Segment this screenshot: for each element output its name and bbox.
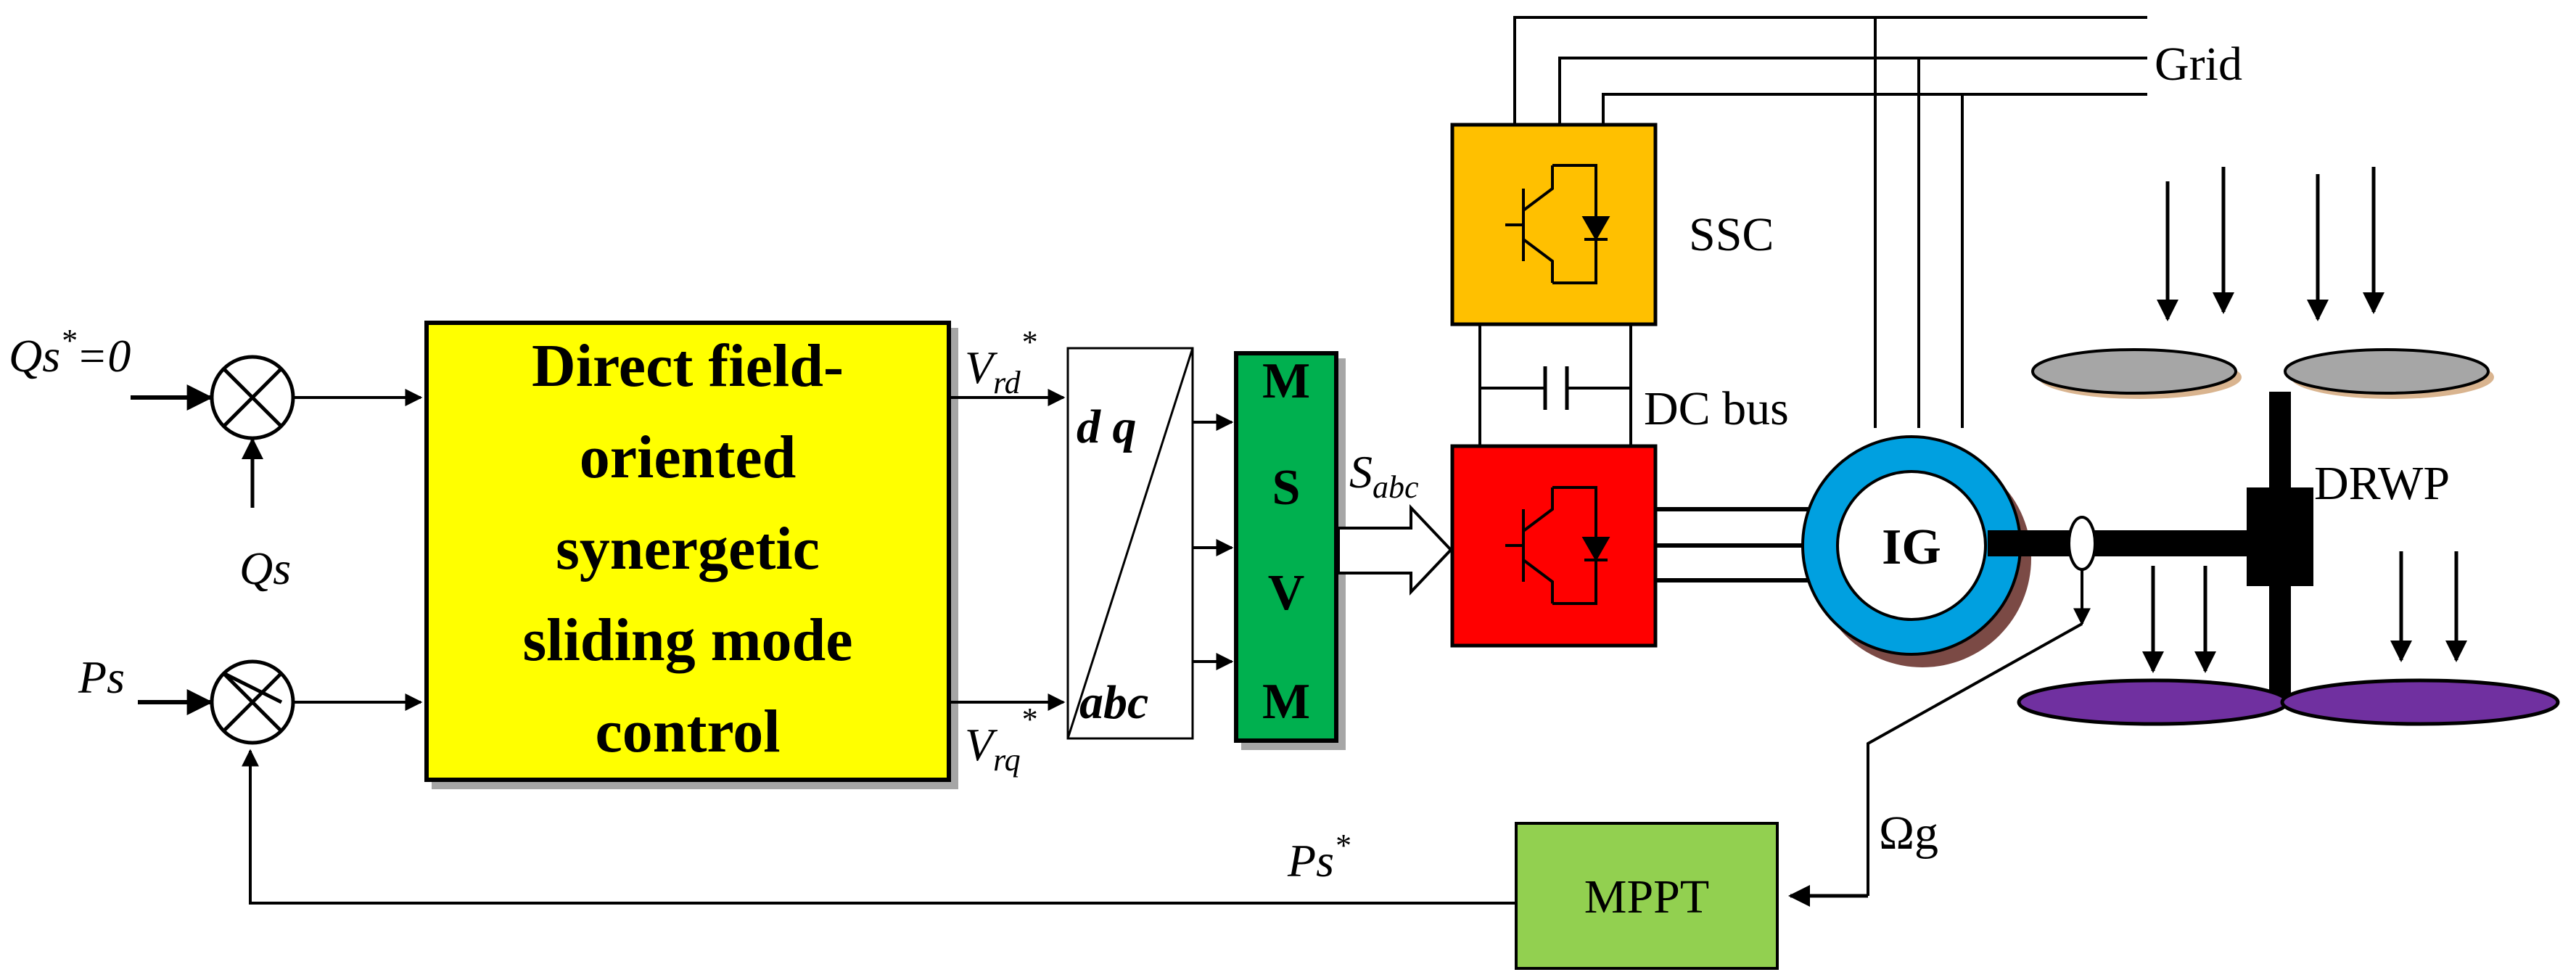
ps-ref-feedback-line bbox=[242, 749, 1516, 905]
dq-abc-transform bbox=[1066, 347, 1194, 740]
grid-label: Grid bbox=[2155, 38, 2242, 91]
controller-block bbox=[424, 321, 951, 782]
induction-generator bbox=[1801, 435, 2031, 667]
generator-label: IG bbox=[1882, 519, 1941, 575]
rotor-lines bbox=[1655, 507, 1835, 582]
controller-line-2: oriented bbox=[580, 424, 797, 491]
ssc-converter bbox=[1450, 123, 1658, 326]
dc-bus bbox=[1478, 324, 1632, 446]
mppt-block bbox=[1515, 822, 1779, 970]
msvm-letter-3: V bbox=[1268, 565, 1305, 621]
speed-sensor-icon bbox=[2067, 516, 2096, 571]
vrd-label: Vrd* bbox=[965, 324, 1037, 400]
vrq-label: Vrq* bbox=[965, 701, 1037, 778]
omega-label: Ωg bbox=[1879, 807, 1938, 860]
grid-lines bbox=[1513, 16, 2147, 428]
turbine-label: DRWP bbox=[2314, 457, 2450, 510]
controller-line-1: Direct field- bbox=[532, 332, 844, 400]
rsc-converter bbox=[1450, 444, 1658, 648]
msvm-letter-2: S bbox=[1272, 460, 1301, 516]
wind-arrows bbox=[2142, 167, 2467, 673]
qs-ref-label: Qs*=0 bbox=[9, 323, 131, 382]
msvm-block bbox=[1234, 351, 1338, 743]
transform-dq-label: d q bbox=[1077, 400, 1137, 453]
transform-abc-label: abc bbox=[1079, 676, 1148, 729]
lower-rotor bbox=[2017, 678, 2560, 726]
controller-line-3: synergetic bbox=[556, 515, 820, 582]
msvm-letter-1: M bbox=[1262, 353, 1310, 409]
sabc-label: Sabc bbox=[1349, 446, 1419, 505]
rsc-igbt-icon bbox=[1505, 486, 1610, 605]
summing-junction-p bbox=[210, 659, 295, 745]
ps-ref-label: Ps* bbox=[1287, 828, 1350, 886]
controller-line-5: control bbox=[595, 698, 780, 765]
dc-bus-label: DC bus bbox=[1644, 382, 1789, 435]
msvm-letter-4: M bbox=[1262, 674, 1310, 730]
upper-rotor bbox=[2031, 348, 2494, 399]
qs-measured-label: Qs bbox=[239, 543, 291, 594]
ssc-igbt-icon bbox=[1505, 164, 1610, 284]
ssc-label: SSC bbox=[1689, 208, 1774, 261]
shaft bbox=[1988, 392, 2313, 696]
speed-feedback-line bbox=[1867, 622, 2083, 896]
ps-measured-label: Ps bbox=[78, 651, 125, 703]
mppt-label: MPPT bbox=[1584, 870, 1709, 923]
sabc-arrow bbox=[1337, 503, 1453, 596]
controller-line-4: sliding mode bbox=[522, 606, 852, 674]
summing-junction-q bbox=[210, 355, 295, 440]
